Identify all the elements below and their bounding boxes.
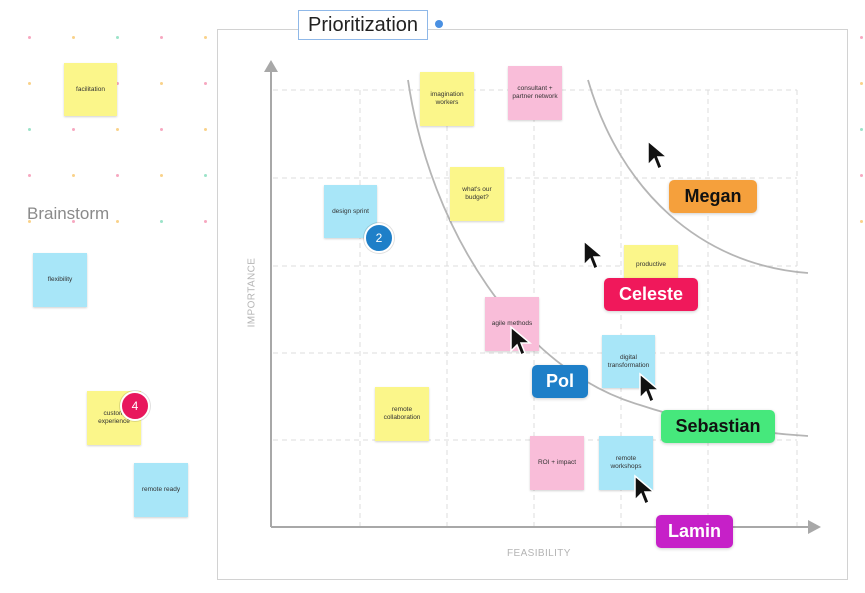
canvas-dot bbox=[72, 36, 75, 39]
sticky-roi-impact[interactable]: ROI + impact bbox=[530, 436, 584, 490]
canvas-dot bbox=[116, 36, 119, 39]
canvas-dot bbox=[160, 174, 163, 177]
canvas-dot bbox=[204, 82, 207, 85]
canvas-dot bbox=[160, 128, 163, 131]
x-axis-label: FEASIBILITY bbox=[507, 548, 571, 559]
canvas-dot bbox=[28, 82, 31, 85]
canvas-dot bbox=[28, 174, 31, 177]
canvas-dot bbox=[204, 36, 207, 39]
sticky-remote-workshops[interactable]: remote workshops bbox=[599, 436, 653, 490]
canvas-dot bbox=[160, 36, 163, 39]
cursor-arrow-icon bbox=[639, 372, 662, 404]
collaborator-tag-celeste: Celeste bbox=[604, 278, 698, 311]
canvas-dot bbox=[116, 82, 119, 85]
sticky-flexibility[interactable]: flexibility bbox=[33, 253, 87, 307]
collaborator-tag-megan: Megan bbox=[669, 180, 757, 213]
cursor-arrow-icon bbox=[510, 325, 533, 357]
sticky-imagination-workers[interactable]: imagination workers bbox=[420, 72, 474, 126]
sticky-facilitation[interactable]: facilitation bbox=[64, 63, 117, 116]
sticky-budget[interactable]: what's our budget? bbox=[450, 167, 504, 221]
cursor-arrow-icon bbox=[647, 139, 670, 171]
canvas-dot bbox=[28, 220, 31, 223]
x-axis-arrow bbox=[808, 520, 821, 534]
y-axis-arrow bbox=[264, 60, 278, 72]
canvas-dot bbox=[860, 174, 863, 177]
canvas-dot bbox=[116, 128, 119, 131]
y-axis-label: IMPORTANCE bbox=[246, 257, 258, 328]
canvas-dot bbox=[860, 82, 863, 85]
canvas-dot bbox=[204, 128, 207, 131]
collaborator-tag-sebastian: Sebastian bbox=[661, 410, 775, 443]
canvas-dot bbox=[72, 174, 75, 177]
canvas-dot bbox=[160, 220, 163, 223]
canvas-dot bbox=[204, 220, 207, 223]
canvas-dot bbox=[860, 128, 863, 131]
collaborator-tag-pol: Pol bbox=[532, 365, 588, 398]
brainstorm-section-label: Brainstorm bbox=[27, 204, 110, 223]
sticky-remote-collaboration[interactable]: remote collaboration bbox=[375, 387, 429, 441]
collaborator-tag-lamin: Lamin bbox=[656, 515, 733, 548]
canvas-dot bbox=[116, 174, 119, 177]
vote-count-badge[interactable]: 2 bbox=[364, 223, 394, 253]
canvas-dot bbox=[116, 220, 119, 223]
frame-resize-handle[interactable] bbox=[435, 20, 443, 28]
cursor-arrow-icon bbox=[583, 239, 606, 271]
canvas-dot bbox=[28, 128, 31, 131]
priority-curve-outer bbox=[587, 79, 809, 274]
canvas-dot bbox=[72, 220, 75, 223]
frame-title[interactable]: Prioritization bbox=[298, 10, 429, 40]
canvas-dot bbox=[204, 174, 207, 177]
vote-count-badge[interactable]: 4 bbox=[120, 391, 150, 421]
canvas-dot bbox=[160, 82, 163, 85]
sticky-remote-ready[interactable]: remote ready bbox=[134, 463, 188, 517]
canvas-dot bbox=[860, 220, 863, 223]
canvas-dot bbox=[860, 36, 863, 39]
sticky-consultant-network[interactable]: consultant + partner network bbox=[508, 66, 562, 120]
canvas-dot bbox=[28, 36, 31, 39]
canvas-dot bbox=[72, 128, 75, 131]
cursor-arrow-icon bbox=[634, 474, 657, 506]
